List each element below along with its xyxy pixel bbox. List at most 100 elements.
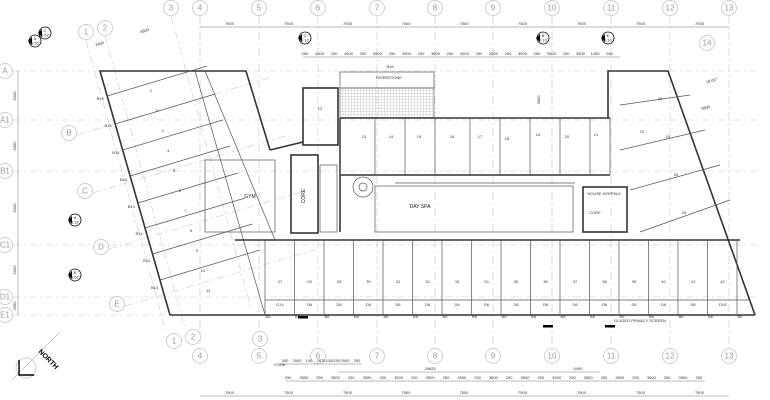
grid-bubble-bottom-circle — [192, 348, 208, 364]
section-id: E — [607, 33, 610, 38]
bay-dimension: 7500 — [460, 21, 470, 26]
section-id: A — [74, 215, 77, 220]
grid-bubble-top-circle — [251, 0, 267, 16]
detail-dimension: 3500 — [489, 51, 499, 56]
grid-bubble-top-circle — [192, 0, 208, 16]
grid-bubble-bottom: 9 — [491, 352, 496, 361]
hatched-roof — [339, 87, 435, 119]
wall-tag: D6 — [602, 302, 608, 307]
grid-bubble-top: 5 — [257, 4, 262, 13]
grid-bubble-slanted-circle — [93, 239, 109, 255]
room-number: 18 — [505, 136, 510, 141]
grid-bubble-bottom-circle — [166, 333, 182, 349]
section-bar — [543, 325, 553, 328]
left-link-wall — [269, 141, 304, 151]
glazed-privacy-screen-label: GLAZED PRIVACY SCREEN — [614, 318, 666, 323]
day-spa-label: DAY SPA — [410, 204, 432, 210]
grid-bubble-bottom-circle — [721, 348, 737, 364]
grid-bubble-bottom-circle — [310, 348, 326, 364]
window-tag: B6 — [266, 314, 272, 319]
detail-dimension: 250 — [632, 375, 639, 380]
grid-bubble-bottom: 1 — [172, 337, 177, 346]
grid-bubble-slanted: E — [114, 300, 119, 309]
grid-bubble-row-circle — [0, 237, 13, 253]
grid-bubble-bottom: 11 — [607, 352, 616, 361]
left-wing-partition — [115, 93, 216, 125]
grid-bubble-top: 7 — [375, 4, 380, 13]
wall-tag: D6 — [484, 302, 490, 307]
detail-dimension: 250 — [418, 51, 425, 56]
window-tag: B6 — [384, 314, 390, 319]
core-left-label: CORE — [301, 188, 307, 203]
room-dividers — [264, 118, 738, 315]
grid-line-slanted — [92, 135, 286, 194]
gym-room — [204, 159, 276, 233]
room-number: 36 — [543, 279, 548, 284]
bay-dimension: 7500 — [402, 390, 412, 395]
grid-bubble-row: E1 — [0, 311, 10, 320]
corridor-dimension: 3800 — [536, 95, 541, 105]
detail-dimension: 3500 — [394, 375, 404, 380]
section-arrow-icon — [536, 34, 540, 42]
core-dimension: 250 — [354, 358, 361, 363]
wall-tag: D6 — [690, 302, 696, 307]
right-wing-dimension: 5800 — [701, 104, 712, 112]
core-dimension: 2900 — [293, 358, 303, 363]
grid-bubble-slanted: D — [98, 243, 104, 252]
grid-bubble-bottom: 13 — [725, 352, 734, 361]
grid-bubble-top-circle — [163, 0, 179, 16]
detail-dimension: 250 — [534, 51, 541, 56]
grid-bubble-bottom: 4 — [198, 352, 203, 361]
room-number: 14 — [389, 134, 394, 139]
section-id: C — [44, 28, 47, 33]
grid-bubble-top: 3 — [169, 4, 174, 13]
left-wing-partition — [122, 119, 223, 151]
bay-dimension: 7500 — [225, 21, 235, 26]
detail-dimension: 250 — [476, 51, 483, 56]
detail-dimension: 3500 — [460, 51, 470, 56]
grid-bubble-row-circle — [0, 112, 13, 128]
wall-tag: D6 — [661, 302, 667, 307]
grid-bubble-row: B1 — [0, 167, 10, 176]
grid-bubble-top-circle — [97, 20, 113, 36]
section-sheet: 1.10 — [604, 38, 613, 43]
wall-tag: D6 — [454, 302, 460, 307]
grid-bubble-top: 10 — [548, 4, 557, 13]
window-tag: B6 — [561, 314, 567, 319]
detail-dimension: 250 — [331, 51, 338, 56]
section-sheet: 1.10 — [301, 38, 310, 43]
room-number: 28 — [307, 279, 312, 284]
wall-tag: D6 — [366, 302, 372, 307]
wall-tag: D14 — [276, 302, 284, 307]
right-wing-partition — [639, 199, 731, 233]
detail-dimension: 250 — [411, 375, 418, 380]
section-arrow-icon — [38, 29, 42, 37]
grid-bubble-bottom-circle — [427, 348, 443, 364]
room-number: 23 — [658, 96, 663, 101]
core-dimension: 2900 — [341, 358, 351, 363]
room-number: 10 — [200, 268, 205, 273]
left-wing-partition — [137, 172, 238, 204]
section-id: B — [542, 33, 545, 38]
vertical-dimension: 5000 — [12, 141, 17, 151]
wall-tag: B14 — [128, 204, 136, 209]
left-wing-partition — [130, 145, 231, 177]
detail-dimension: 3500 — [521, 375, 531, 380]
vertical-dimension: 5000 — [12, 91, 17, 101]
grid-bubble-bottom: 5 — [257, 352, 262, 361]
spiral-stair-core — [358, 182, 368, 192]
detail-dimension: 1400 — [591, 51, 601, 56]
wall-tag: D6 — [631, 302, 637, 307]
grid-bubble-top-circle — [369, 0, 385, 16]
wall-tag: D6 — [307, 302, 313, 307]
grid-line-slanted — [85, 39, 167, 333]
left-wing-inner-wall — [194, 70, 266, 316]
wall-tag: D14 — [719, 302, 727, 307]
wall-tag: B14 — [112, 150, 120, 155]
left-wing-outline — [98, 70, 271, 316]
wall-tag: B13 — [151, 285, 159, 290]
window-tag: B6 — [502, 314, 508, 319]
core-dim-label: CORE — [274, 362, 286, 367]
grid-bubble-top-circle — [699, 35, 715, 51]
grid-line-slanted — [170, 15, 252, 309]
